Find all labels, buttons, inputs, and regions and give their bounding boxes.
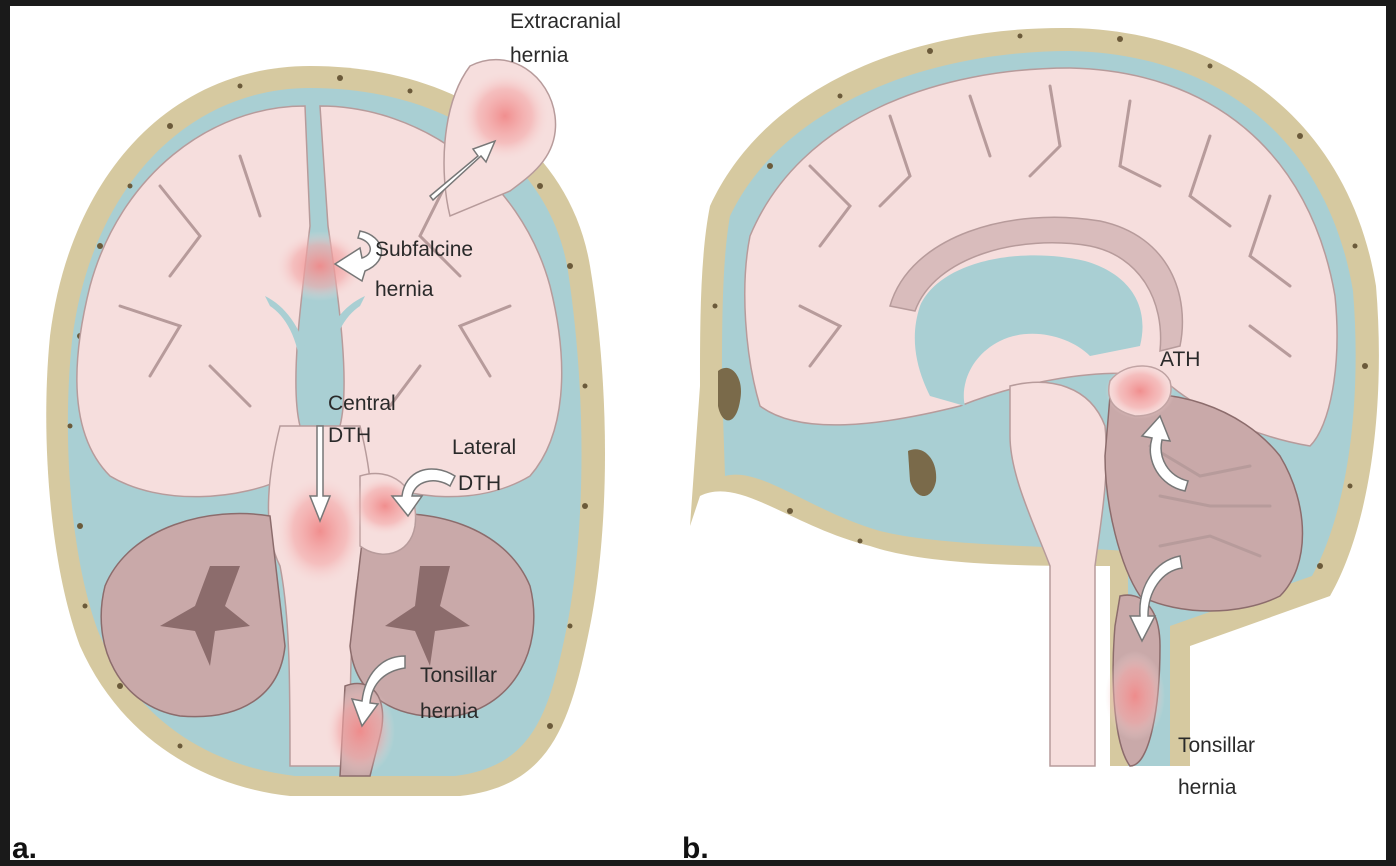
hotspot-tonsillar-b — [1105, 651, 1165, 741]
label-tonsillar-a-2: hernia — [420, 700, 479, 723]
brainstem-b — [1010, 382, 1106, 766]
label-lateral-1: Lateral — [452, 436, 516, 459]
label-central-2: DTH — [328, 424, 371, 447]
label-extracranial-1: Extracranial — [510, 10, 621, 33]
panel-a-coronal: Extracranial hernia Subfalcine hernia Ce… — [12, 10, 621, 860]
figure-frame: Extracranial hernia Subfalcine hernia Ce… — [10, 6, 1386, 860]
label-subfalcine-2: hernia — [375, 278, 434, 301]
label-extracranial-2: hernia — [510, 44, 569, 67]
label-tonsillar-b-1: Tonsillar — [1178, 734, 1255, 757]
cerebrum-left-hemisphere — [77, 106, 310, 497]
herniation-diagram: Extracranial hernia Subfalcine hernia Ce… — [10, 6, 1386, 860]
hotspot-ath — [1105, 363, 1175, 419]
label-subfalcine-1: Subfalcine — [375, 238, 473, 261]
panel-letter-a: a. — [12, 832, 37, 860]
hotspot-tonsillar-a — [325, 686, 395, 776]
panel-b-sagittal: ATH Tonsillar hernia b. — [682, 28, 1379, 860]
label-lateral-2: DTH — [458, 472, 501, 495]
label-ath: ATH — [1160, 348, 1200, 371]
label-central-1: Central — [328, 392, 396, 415]
label-tonsillar-b-2: hernia — [1178, 776, 1237, 799]
panel-letter-b: b. — [682, 832, 709, 860]
label-tonsillar-a-1: Tonsillar — [420, 664, 497, 687]
hotspot-extracranial — [460, 71, 550, 161]
